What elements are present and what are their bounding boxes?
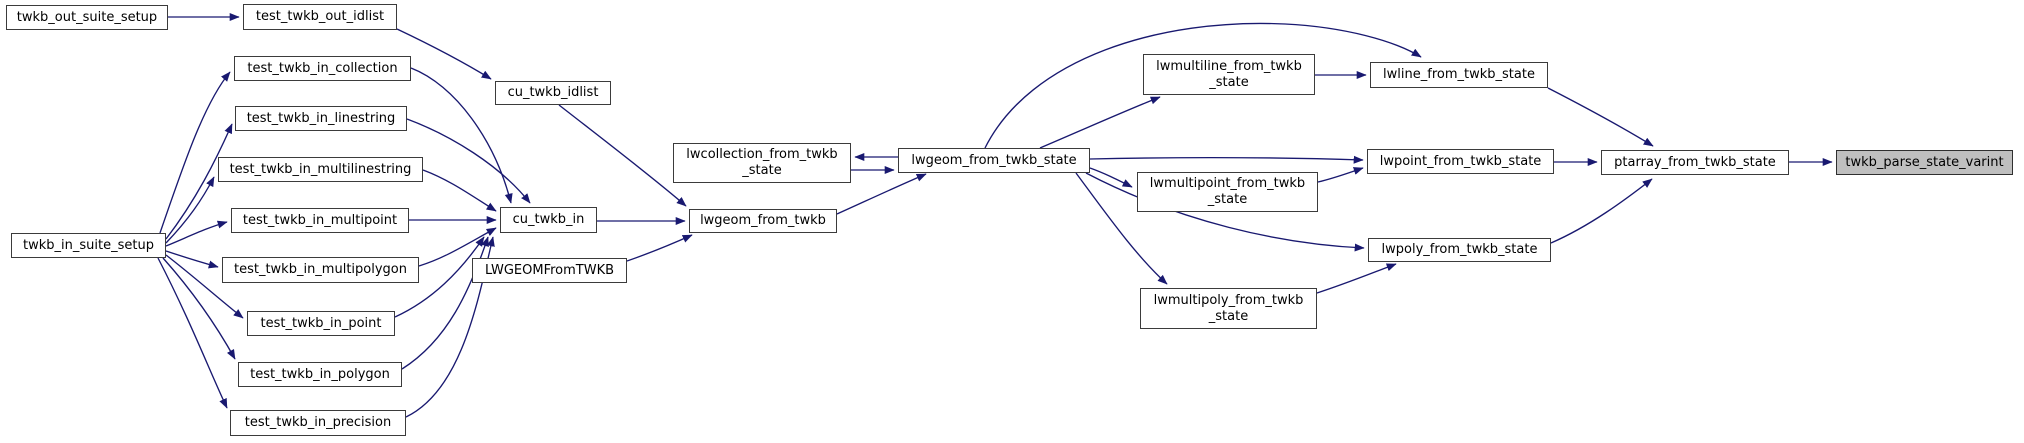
- node-twkb_parse_state_varint: twkb_parse_state_varint: [1836, 150, 2013, 175]
- node-lwmultiline_from_twkb_state[interactable]: lwmultiline_from_twkb _state: [1143, 54, 1315, 95]
- edge-test_twkb_in_collection-to-cu_twkb_in: [410, 67, 513, 204]
- edge-lwgeom_from_twkb_state-to-lwmultipoint_from_twkb_state: [1089, 167, 1133, 188]
- edge-twkb_in_suite_setup-to-test_twkb_in_multipolygon: [165, 250, 219, 269]
- node-twkb_out_suite_setup[interactable]: twkb_out_suite_setup: [6, 5, 168, 30]
- edge-test_twkb_in_linestring-to-cu_twkb_in: [406, 118, 531, 204]
- node-lwpoint_from_twkb_state[interactable]: lwpoint_from_twkb_state: [1367, 149, 1554, 174]
- edge-test_twkb_in_polygon-to-cu_twkb_in: [401, 236, 489, 370]
- edge-test_twkb_in_multilinestring-to-cu_twkb_in: [422, 169, 497, 212]
- edge-lwmultipoly_from_twkb_state-to-lwpoly_from_twkb_state: [1316, 263, 1397, 294]
- edge-cu_twkb_idlist-to-lwgeom_from_twkb: [558, 104, 687, 207]
- edge-lwgeom_from_twkb-to-lwgeom_from_twkb_state: [836, 173, 927, 215]
- node-test_twkb_in_multipolygon[interactable]: test_twkb_in_multipolygon: [222, 257, 419, 283]
- node-lwmultipoly_from_twkb_state[interactable]: lwmultipoly_from_twkb _state: [1140, 288, 1317, 329]
- edge-lwgeom_from_twkb_state-to-lwmultipoly_from_twkb_state: [1075, 172, 1168, 285]
- edge-test_twkb_in_multipolygon-to-cu_twkb_in: [418, 227, 497, 267]
- node-lwgeom_from_twkb_state[interactable]: lwgeom_from_twkb_state: [898, 148, 1090, 173]
- node-twkb_in_suite_setup[interactable]: twkb_in_suite_setup: [11, 233, 166, 258]
- edge-twkb_in_suite_setup-to-test_twkb_in_precision: [157, 257, 228, 409]
- node-test_twkb_in_multilinestring[interactable]: test_twkb_in_multilinestring: [218, 157, 423, 182]
- node-lwpoly_from_twkb_state[interactable]: lwpoly_from_twkb_state: [1368, 238, 1551, 262]
- node-test_twkb_in_point[interactable]: test_twkb_in_point: [247, 311, 395, 336]
- node-cu_twkb_in[interactable]: cu_twkb_in: [500, 207, 597, 233]
- node-ptarray_from_twkb_state[interactable]: ptarray_from_twkb_state: [1601, 150, 1789, 175]
- node-test_twkb_in_precision[interactable]: test_twkb_in_precision: [230, 410, 406, 436]
- node-test_twkb_in_polygon[interactable]: test_twkb_in_polygon: [238, 362, 402, 387]
- edge-twkb_in_suite_setup-to-test_twkb_in_linestring: [165, 123, 233, 240]
- edge-lwgeom_from_twkb_state-to-lwpoint_from_twkb_state: [1089, 155, 1364, 164]
- edge-lwgeom_from_twkb_state-to-lwline_from_twkb_state: [984, 22, 1422, 149]
- node-test_twkb_out_idlist[interactable]: test_twkb_out_idlist: [243, 4, 397, 30]
- edge-lwmultipoint_from_twkb_state-to-lwpoint_from_twkb_state: [1317, 167, 1364, 183]
- node-lwcollection_from_twkb_state[interactable]: lwcollection_from_twkb _state: [673, 143, 851, 183]
- edge-test_twkb_in_point-to-cu_twkb_in: [394, 236, 485, 318]
- edge-lwpoly_from_twkb_state-to-ptarray_from_twkb_state: [1550, 178, 1653, 244]
- edge-twkb_in_suite_setup-to-test_twkb_in_collection: [159, 71, 231, 234]
- edge-LWGEOMFromTWKB-to-lwgeom_from_twkb: [626, 234, 693, 262]
- edge-lwgeom_from_twkb_state-to-lwpoly_from_twkb_state: [1085, 172, 1365, 252]
- node-lwmultipoint_from_twkb_state[interactable]: lwmultipoint_from_twkb _state: [1137, 172, 1318, 212]
- edge-twkb_in_suite_setup-to-test_twkb_in_point: [165, 254, 244, 319]
- edge-twkb_in_suite_setup-to-test_twkb_in_polygon: [162, 257, 236, 360]
- edge-twkb_in_suite_setup-to-test_twkb_in_multipoint: [165, 220, 228, 247]
- edge-lwline_from_twkb_state-to-ptarray_from_twkb_state: [1547, 87, 1654, 147]
- node-lwgeom_from_twkb[interactable]: lwgeom_from_twkb: [689, 209, 837, 233]
- node-test_twkb_in_multipoint[interactable]: test_twkb_in_multipoint: [231, 208, 409, 233]
- node-lwline_from_twkb_state[interactable]: lwline_from_twkb_state: [1370, 62, 1548, 88]
- node-LWGEOMFromTWKB[interactable]: LWGEOMFromTWKB: [472, 258, 627, 283]
- edge-test_twkb_out_idlist-to-cu_twkb_idlist: [396, 28, 492, 80]
- edge-twkb_in_suite_setup-to-test_twkb_in_multilinestring: [165, 176, 215, 244]
- node-cu_twkb_idlist[interactable]: cu_twkb_idlist: [495, 81, 611, 105]
- edge-lwgeom_from_twkb_state-to-lwmultiline_from_twkb_state: [1039, 96, 1161, 149]
- node-test_twkb_in_collection[interactable]: test_twkb_in_collection: [234, 56, 411, 81]
- node-test_twkb_in_linestring[interactable]: test_twkb_in_linestring: [235, 106, 407, 131]
